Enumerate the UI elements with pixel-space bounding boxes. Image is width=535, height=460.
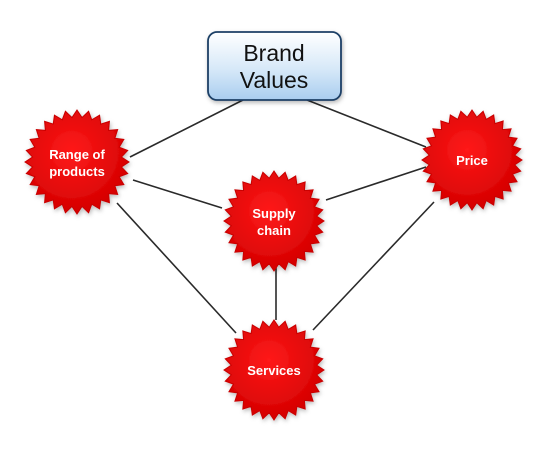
connector-price-to-supply xyxy=(325,166,427,201)
brand-values-line-2: Values xyxy=(240,67,309,93)
services-label: Services xyxy=(247,363,301,378)
connector-brand-to-range xyxy=(129,99,244,158)
brand-values-box: Brand Values xyxy=(207,31,342,101)
range-of-products-starburst xyxy=(24,109,130,215)
node-services: Services xyxy=(223,319,325,421)
brand-values-box-shape xyxy=(207,31,342,101)
services-starburst xyxy=(223,319,325,421)
supply-chain-label-line-2: chain xyxy=(257,223,291,238)
supply-chain-starburst xyxy=(223,170,325,272)
node-price: Price xyxy=(421,109,523,211)
node-supply-chain: Supply chain xyxy=(223,170,325,272)
connector-range-to-supply xyxy=(132,179,223,209)
brand-values-line-1: Brand xyxy=(243,40,304,66)
connector-price-to-services xyxy=(312,201,435,331)
node-range-of-products: Range of products xyxy=(24,109,130,215)
supply-chain-label-line-1: Supply xyxy=(252,206,296,221)
range-of-products-label-line-1: Range of xyxy=(49,147,105,162)
price-starburst xyxy=(421,109,523,211)
connectors xyxy=(116,99,435,334)
connector-range-to-services xyxy=(116,202,237,334)
connector-brand-to-price xyxy=(306,99,427,148)
range-of-products-label-line-2: products xyxy=(49,164,105,179)
price-label: Price xyxy=(456,153,488,168)
